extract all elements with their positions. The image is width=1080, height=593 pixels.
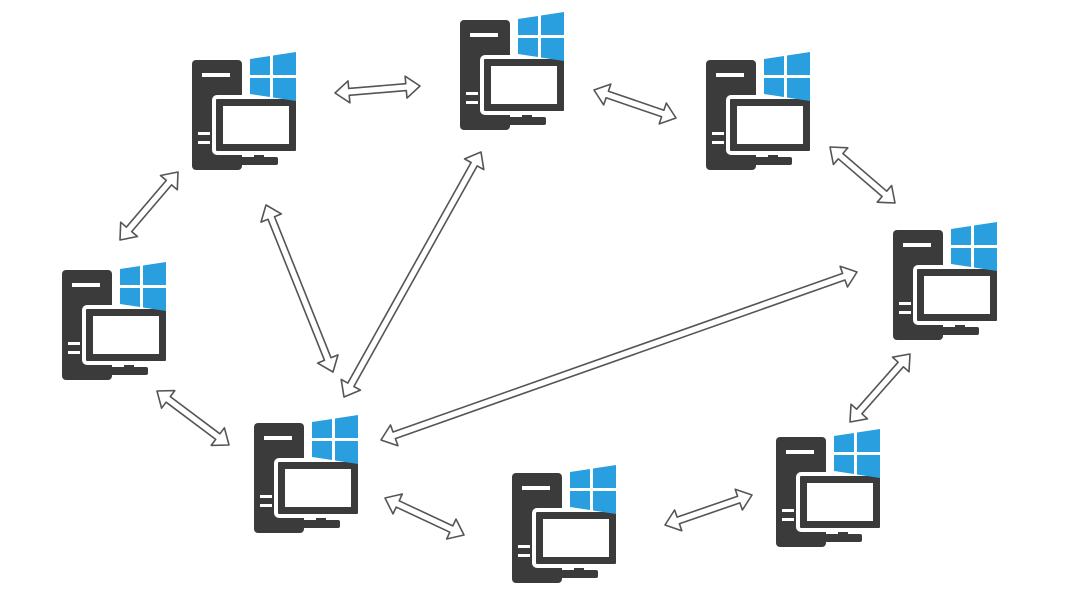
pc-6-windows-desktop-computer-icon	[252, 413, 362, 535]
links-layer	[119, 75, 911, 540]
link-arrow-pc-1-pc-2	[334, 75, 421, 104]
pc-7-windows-desktop-computer-icon	[510, 463, 620, 585]
pc-3-windows-desktop-computer-icon	[704, 50, 814, 172]
link-arrow-pc-6-pc-7	[384, 493, 465, 540]
link-arrow-pc-2-pc-6	[340, 151, 485, 398]
pc-1-windows-desktop-computer-icon	[190, 50, 300, 172]
link-arrow-pc-4-pc-6	[380, 265, 858, 447]
pc-2-windows-desktop-computer-icon	[458, 10, 568, 132]
link-arrow-pc-8-pc-4	[849, 353, 911, 423]
nodes-layer	[60, 10, 1001, 585]
link-arrow-pc-3-pc-4	[829, 146, 896, 204]
link-arrow-pc-1-pc-6	[260, 204, 339, 373]
pc-4-windows-desktop-computer-icon	[891, 220, 1001, 342]
link-arrow-pc-5-pc-6	[156, 389, 230, 447]
pc-8-windows-desktop-computer-icon	[774, 427, 884, 549]
link-arrow-pc-7-pc-8	[664, 488, 753, 532]
link-arrow-pc-1-pc-5	[119, 171, 179, 241]
link-arrow-pc-2-pc-3	[593, 83, 677, 125]
pc-5-windows-desktop-computer-icon	[60, 260, 170, 382]
